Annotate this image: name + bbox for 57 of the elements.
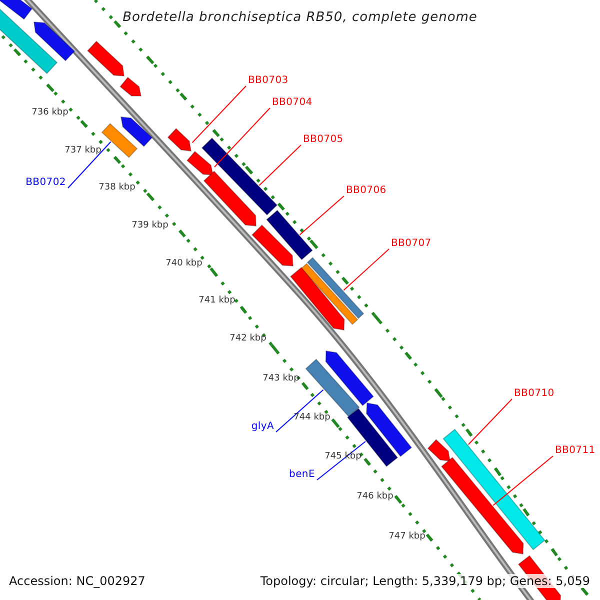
position-label: 742 kbp	[230, 334, 266, 344]
gene-block	[346, 408, 398, 468]
position-label: 737 kbp	[64, 146, 102, 156]
gene-label: BB0704	[272, 96, 312, 109]
gene-label: BB0702	[26, 176, 66, 189]
accession-text: Accession: NC_002927	[9, 574, 146, 588]
gene-block	[306, 256, 364, 320]
gene-feature	[366, 402, 412, 458]
gene-feature	[186, 150, 214, 176]
gene-feature	[427, 438, 451, 462]
position-label: 738 kbp	[98, 182, 136, 194]
gene-block	[442, 428, 546, 550]
gene-feature	[86, 40, 125, 77]
gene-label: glyA	[251, 420, 274, 433]
gene-block	[0, 6, 58, 74]
gene-feature	[203, 170, 257, 227]
gene-label: BB0710	[514, 387, 554, 400]
position-label: 746 kbp	[356, 492, 394, 502]
position-label: 739 kbp	[132, 220, 168, 232]
gene-feature	[325, 350, 374, 406]
leader-line	[192, 86, 246, 144]
gene-label: BB0706	[346, 184, 386, 197]
gene-feature	[290, 266, 345, 331]
gene-block	[266, 210, 313, 260]
position-label: 744 kbp	[294, 412, 330, 424]
gene-label: BB0707	[391, 237, 432, 250]
position-label: 741 kbp	[198, 296, 236, 306]
gene-feature	[120, 76, 142, 96]
gene-block	[300, 262, 358, 326]
gene-block	[0, 0, 33, 20]
gene-block	[101, 122, 138, 158]
gene-label: benE	[289, 468, 315, 481]
leader-line	[492, 456, 554, 506]
leader-line	[299, 196, 344, 236]
gene-block	[201, 137, 278, 216]
leader-line	[68, 141, 112, 188]
gene-feature	[440, 456, 524, 555]
position-label: 743 kbp	[262, 374, 300, 384]
genome-summary: Topology: circular; Length: 5,339,179 bp; Genes: 5,059	[260, 574, 590, 588]
diagram-title: Bordetella bronchiseptica RB50, complete genome	[122, 10, 478, 25]
gene-label: BB0703	[248, 74, 288, 87]
position-label: 736 kbp	[32, 108, 68, 118]
leader-line	[276, 389, 324, 432]
leader-line	[316, 441, 366, 480]
leader-line	[343, 248, 390, 291]
gene-feature	[33, 21, 76, 62]
gene-label: BB0711	[555, 444, 596, 457]
gene-feature	[120, 116, 153, 148]
leader-line	[258, 144, 302, 186]
position-label: 745 kbp	[324, 452, 362, 462]
position-label: 747 kbp	[388, 532, 426, 542]
gene-label: BB0705	[303, 133, 344, 146]
gene-feature	[167, 128, 192, 152]
leader-line	[214, 108, 270, 168]
position-label: 740 kbp	[166, 258, 202, 270]
gene-feature	[251, 224, 294, 267]
leader-line	[468, 398, 512, 445]
